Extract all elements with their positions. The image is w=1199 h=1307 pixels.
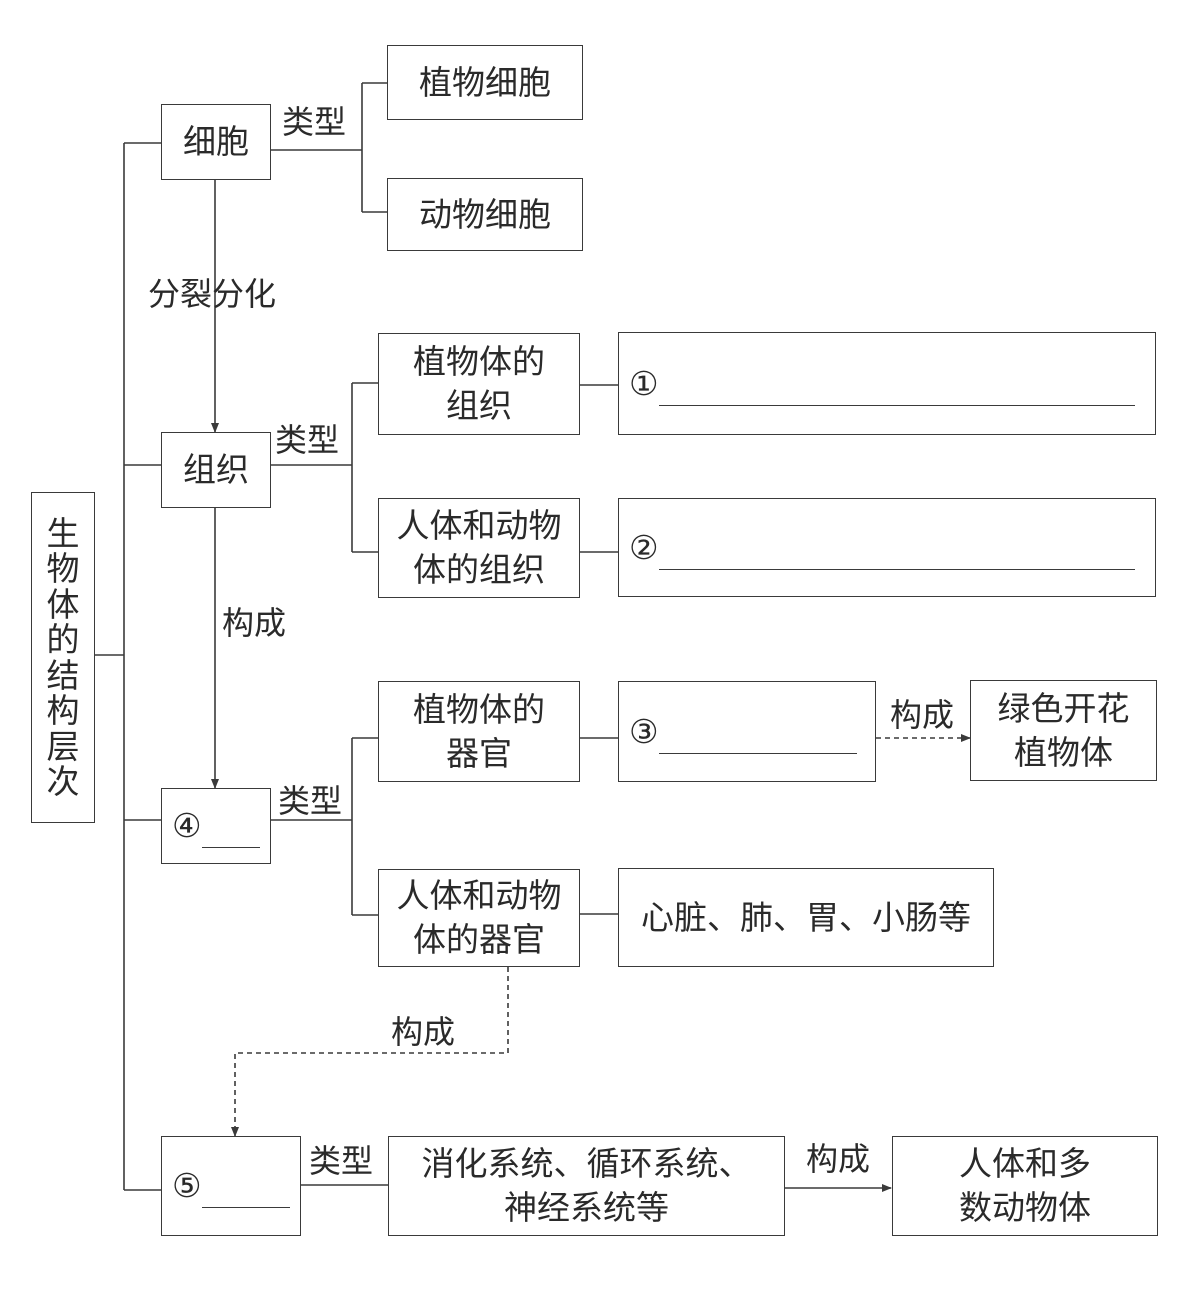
animal-organ-line2: 体的器官 bbox=[413, 920, 545, 959]
tissue-box: 组织 bbox=[161, 432, 271, 508]
flowering-plant-box: 绿色开花 植物体 bbox=[970, 680, 1157, 781]
cell-box: 细胞 bbox=[161, 104, 271, 180]
animal-organ-examples-box: 心脏、肺、胃、小肠等 bbox=[618, 868, 994, 967]
plant-tissue-line1: 植物体的 bbox=[413, 342, 545, 381]
animal-organ-examples: 心脏、肺、胃、小肠等 bbox=[641, 897, 971, 937]
organ-blank bbox=[201, 847, 260, 848]
tissue-label: 组织 bbox=[183, 450, 249, 489]
blank1-line bbox=[658, 404, 1135, 406]
root-box: 生物体的结构层次 bbox=[31, 492, 95, 823]
system-number: ⑤ bbox=[172, 1166, 202, 1205]
type-label-system: 类型 bbox=[309, 1142, 374, 1180]
system-examples-box: 消化系统、循环系统、 神经系统等 bbox=[388, 1136, 785, 1236]
human-animal-line1: 人体和多 bbox=[959, 1144, 1091, 1183]
system-examples-line1: 消化系统、循环系统、 bbox=[421, 1144, 752, 1183]
blank1-number: ① bbox=[629, 363, 659, 403]
plant-organ-line1: 植物体的 bbox=[413, 689, 545, 729]
plant-tissue-line2: 组织 bbox=[446, 386, 512, 425]
blank3-number: ③ bbox=[629, 711, 659, 751]
animal-cell-box: 动物细胞 bbox=[387, 178, 583, 251]
plant-cell-box: 植物细胞 bbox=[387, 45, 583, 120]
animal-organ-line1: 人体和动物 bbox=[396, 876, 562, 915]
flowering-plant-line2: 植物体 bbox=[1014, 732, 1113, 772]
type-label-tissue: 类型 bbox=[275, 421, 340, 459]
root-label: 生物体的结构层次 bbox=[46, 513, 80, 801]
cell-label: 细胞 bbox=[183, 122, 249, 161]
form-label-plant: 构成 bbox=[890, 696, 955, 734]
animal-tissue-line1: 人体和动物 bbox=[396, 506, 562, 545]
animal-tissue-box: 人体和动物 体的组织 bbox=[378, 498, 580, 598]
organ-number: ④ bbox=[172, 806, 202, 845]
animal-tissue-line2: 体的组织 bbox=[413, 550, 545, 589]
blank1-box: ① bbox=[618, 332, 1156, 435]
animal-organ-box: 人体和动物 体的器官 bbox=[378, 869, 580, 967]
type-label-cell: 类型 bbox=[282, 103, 347, 141]
plant-tissue-box: 植物体的 组织 bbox=[378, 333, 580, 435]
form-label-tissue: 构成 bbox=[222, 604, 287, 642]
blank2-number: ② bbox=[629, 527, 659, 567]
type-label-organ: 类型 bbox=[278, 782, 343, 820]
blank2-line bbox=[658, 568, 1135, 570]
animal-cell-label: 动物细胞 bbox=[419, 194, 551, 234]
blank2-box: ② bbox=[618, 498, 1156, 597]
human-animal-line2: 数动物体 bbox=[959, 1188, 1091, 1227]
plant-organ-box: 植物体的 器官 bbox=[378, 681, 580, 782]
human-animal-box: 人体和多 数动物体 bbox=[892, 1136, 1158, 1236]
blank3-line bbox=[658, 752, 857, 754]
form-label-system: 构成 bbox=[806, 1140, 871, 1178]
system-examples-line2: 神经系统等 bbox=[504, 1188, 669, 1227]
blank3-box: ③ bbox=[618, 681, 876, 782]
system-blank bbox=[201, 1207, 290, 1208]
organ-box: ④ bbox=[161, 788, 271, 864]
system-box: ⑤ bbox=[161, 1136, 301, 1236]
plant-organ-line2: 器官 bbox=[446, 733, 512, 773]
plant-cell-label: 植物细胞 bbox=[419, 62, 551, 102]
divide-label: 分裂分化 bbox=[148, 275, 277, 313]
flowering-plant-line1: 绿色开花 bbox=[997, 688, 1130, 728]
form-label-organ: 构成 bbox=[391, 1013, 456, 1051]
